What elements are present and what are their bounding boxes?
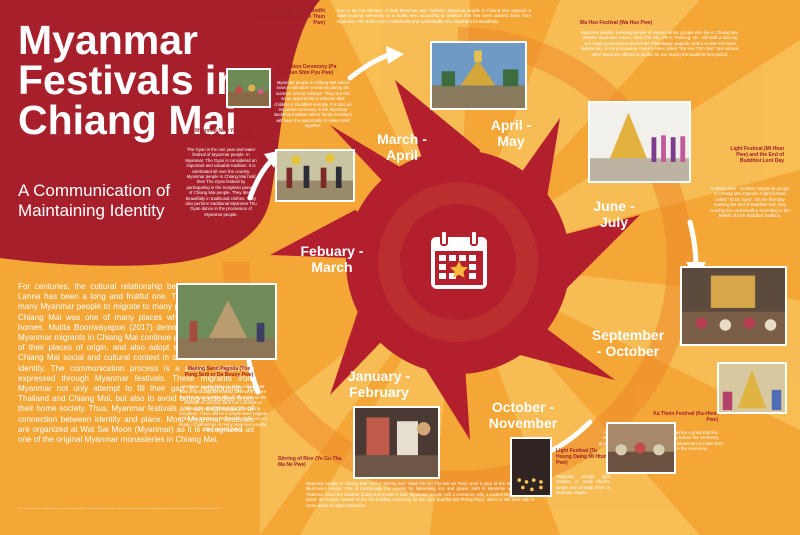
festival-bodhi-text: Due to the hot climates of both Myanmar … (337, 8, 531, 24)
photo-wa-hso-pagoda (588, 101, 691, 183)
photo-new-year-procession (226, 68, 271, 108)
photo-ka-thein-tree (717, 362, 787, 414)
period-feb-mar: Febuary - March (300, 243, 364, 275)
photo-ordination-procession (275, 149, 355, 202)
festival-bodhi-title: Pouring Water at the Bodhi Tree Festival… (252, 8, 325, 26)
festival-sand-title: Making Sand Pagoda (The Pong Sedi or Da … (184, 366, 254, 378)
period-jun-jul: June - July (593, 198, 635, 230)
festival-light-text: In September - October, Myanmar people i… (710, 186, 790, 219)
photo-candle-lights (510, 437, 552, 497)
festival-ka-thein-title: Ka Thein Festival (Ka-Htein Pwe) (653, 411, 718, 423)
festival-wa-hso-title: Wa Hso Festival (Wa Hso Pwe) (579, 20, 653, 26)
poster-title: Myanmar Festivals in Chiang Mai (18, 17, 242, 143)
period-sep-oct: September - October (591, 327, 665, 359)
festival-rice-text: Myanmar people in Chiang Mai hold a "sti… (306, 481, 534, 508)
period-jan-feb: January - February (347, 368, 411, 400)
period-oct-nov: October - November (488, 399, 558, 431)
festival-light-candle-title: Light Festival (Ta Houng Daing Mi Htun P… (556, 448, 607, 466)
festival-rice-title: Stirring of Rice (Ye Gu Tha Ma Ne Pwe) (278, 456, 342, 468)
poster-subtitle: A Communication of Maintaining Identity (18, 181, 171, 220)
festival-light-candle-text: Myanmar people light candles or small el… (556, 474, 610, 496)
period-apr-may: April - May (490, 117, 532, 149)
photo-bodhi-tree-ceremony (430, 41, 527, 110)
festival-light-title: Light Festival (Mi Htun Pwe) and the End… (730, 146, 784, 164)
festival-wa-hso-text: Myanmar people, including people of vari… (581, 30, 739, 57)
photo-stirring-rice (353, 406, 440, 479)
intro-paragraph: For centuries, the cultural relationship… (18, 282, 254, 445)
festival-new-year-title: Myanmar New Year and Water Festival (Thu… (192, 128, 254, 140)
period-mar-apr: March - April (377, 131, 427, 163)
festival-sand-text: Myanmar people living in urban Chiang Ma… (178, 384, 268, 433)
calendar-star-icon (431, 230, 487, 289)
festival-new-year-text: The Gyan is the one year and water festi… (185, 147, 257, 217)
fine-print: This poster is based on research from th… (18, 508, 224, 510)
photo-light-festival-worship (680, 266, 787, 346)
festival-ordination-title: Ordination Ceremony (Pa Zin Khan Shin Py… (276, 64, 337, 76)
photo-sand-pagoda (176, 283, 277, 360)
festival-ordination-text: Myanmar people in Chiang Mai hold a novi… (274, 80, 352, 129)
photo-ka-thein-crowd (606, 422, 676, 474)
